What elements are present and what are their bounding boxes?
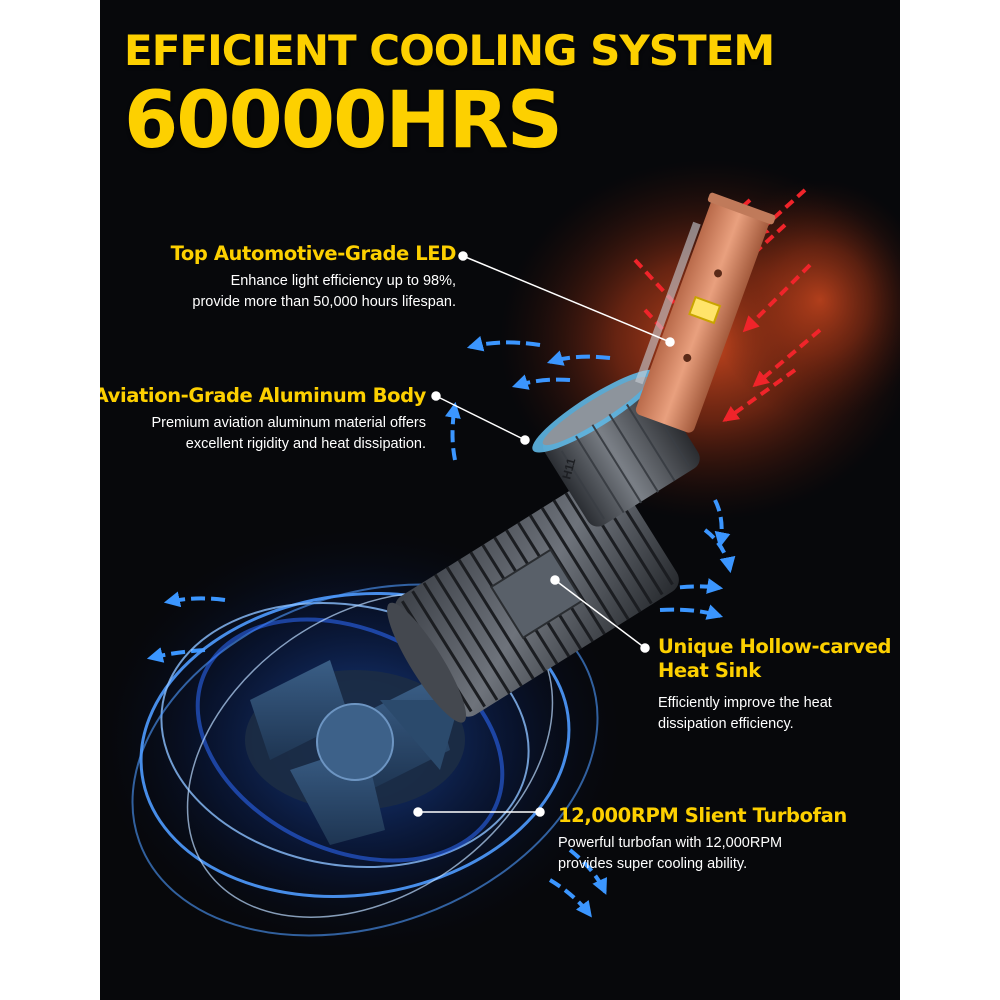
cool-air-arrow-icon	[146, 335, 736, 918]
callout-desc-line: provides super cooling ability.	[558, 856, 748, 872]
turbofan	[245, 660, 465, 845]
led-bulb-illustration: H11	[100, 160, 900, 950]
product-poster: H11 EFFICIENT COOLING SYSTEM 60000	[100, 0, 900, 1000]
headline-line-2: 60000HRS	[124, 76, 563, 166]
callout-desc-line: Enhance light efficiency up to 98%,	[230, 273, 456, 289]
callout-heat-sink: Unique Hollow-carved Heat Sink Efficient…	[658, 635, 891, 735]
callout-title: 12,000RPM Slient Turbofan	[558, 804, 847, 827]
callout-desc-line: Powerful turbofan with 12,000RPM	[558, 835, 783, 851]
base-marking: H11	[559, 456, 578, 481]
callout-title: Aviation-Grade Aluminum Body	[100, 384, 426, 407]
callout-desc-line: dissipation efficiency.	[658, 716, 794, 732]
callout-desc-line: provide more than 50,000 hours lifespan.	[192, 294, 456, 310]
callout-turbofan: 12,000RPM Slient Turbofan Powerful turbo…	[558, 804, 847, 875]
callout-desc-line: Premium aviation aluminum material offer…	[151, 415, 426, 431]
callout-led: Top Automotive-Grade LED Enhance light e…	[170, 242, 457, 313]
callout-title: Heat Sink	[658, 659, 761, 682]
callout-title: Top Automotive-Grade LED	[170, 242, 457, 265]
headline-line-1: EFFICIENT COOLING SYSTEM	[124, 26, 775, 75]
callout-aluminum-body: Aviation-Grade Aluminum Body Premium avi…	[100, 384, 426, 455]
callout-desc-line: Efficiently improve the heat	[658, 695, 832, 711]
callout-title: Unique Hollow-carved	[658, 635, 892, 658]
callout-desc-line: excellent rigidity and heat dissipation.	[185, 436, 426, 452]
led-board	[635, 192, 776, 433]
